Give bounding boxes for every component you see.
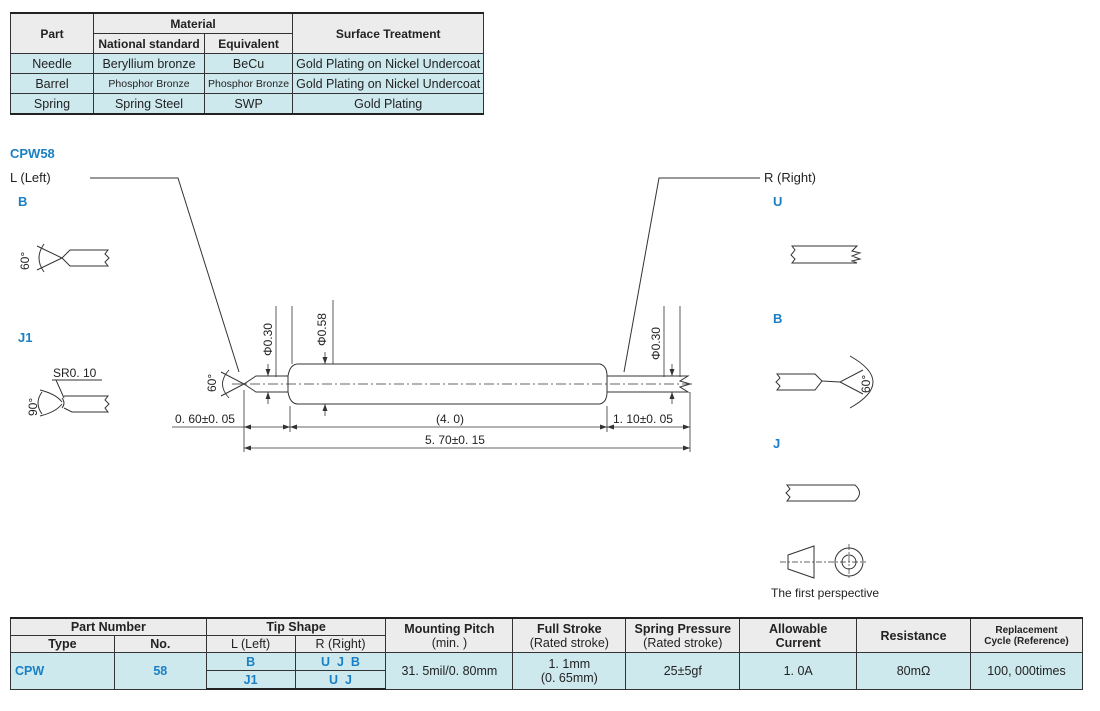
cell-national: Beryllium bronze (93, 53, 205, 74)
header-surface-treatment: Surface Treatment (292, 12, 485, 54)
header-full-stroke: Full Stroke (Rated stroke) (512, 617, 627, 653)
cell-full-stroke: 1. 1mm (0. 65mm) (512, 652, 627, 690)
angle-left-b-text: 60° (18, 252, 32, 270)
phi-030-right-text: Φ0.30 (649, 327, 663, 360)
header-national-standard: National standard (93, 33, 205, 54)
dim-mid-text: (4. 0) (436, 412, 464, 426)
cell-spring-pressure: 25±5gf (625, 652, 741, 690)
left-tip-b-detail (36, 243, 110, 273)
dimension-arrows (244, 357, 690, 451)
tip-label-left-b: B (18, 194, 28, 209)
angle-main-text: 60° (205, 374, 219, 392)
cell-replacement-cycle: 100, 000times (969, 652, 1084, 690)
header-right: R (Right) (294, 635, 387, 653)
cell-allowable-current: 1. 0A (739, 652, 858, 690)
left-tip-j1-detail (37, 379, 110, 417)
header-replacement-label: Replacement (995, 624, 1058, 636)
cell-type: CPW (10, 652, 115, 690)
dim-total-text: 5. 70±0. 15 (425, 433, 485, 447)
header-resistance: Resistance (856, 617, 971, 653)
spec-table: Part Number Tip Shape Mounting Pitch (mi… (10, 617, 1084, 690)
right-tip-b-detail (775, 355, 874, 409)
header-part: Part (10, 12, 94, 54)
cell-treatment: Gold Plating on Nickel Undercoat (292, 53, 485, 74)
table-row: J1 U J (11, 670, 1083, 690)
header-replacement-sub: Cycle (Reference) (984, 635, 1069, 647)
header-left: L (Left) (205, 635, 296, 653)
header-full-stroke-sub: (Rated stroke) (529, 635, 609, 650)
cell-no: 58 (113, 652, 207, 690)
header-type: Type (10, 635, 115, 653)
header-replacement-cycle: Replacement Cycle (Reference) (969, 617, 1084, 653)
header-spring-pressure-label: Spring Pressure (634, 621, 732, 636)
material-table: Part Material Surface Treatment National… (10, 12, 485, 115)
table-row: Barrel Phosphor Bronze Phosphor Bronze G… (10, 73, 485, 94)
probe-drawing: 0. 60±0. 05 (4. 0) 1. 10±0. 05 5. 70±0. … (18, 177, 874, 580)
tip-label-left-j1: J1 (18, 330, 33, 345)
model-label: CPW58 (10, 146, 55, 161)
cell-national: Phosphor Bronze (93, 73, 205, 94)
table-row: Needle Beryllium bronze BeCu Gold Platin… (10, 53, 485, 74)
right-end-label: R (Right) (764, 170, 817, 185)
header-allowable-sub: Current (775, 635, 821, 650)
angle-right-b-text: 60° (859, 375, 873, 393)
cell-left-tip-1: B (205, 652, 296, 671)
table-row: CPW 58 B U J B 31. 5mil/0. 80mm 1. 1mm (… (10, 652, 1084, 690)
cell-equivalent: Phosphor Bronze (203, 73, 294, 94)
cell-full-stroke-value: 1. 1mm (548, 656, 591, 671)
cell-rated-stroke-value: (0. 65mm) (540, 670, 598, 685)
phi-030-left-text: Φ0.30 (261, 323, 275, 356)
table-row: Spring Spring Steel SWP Gold Plating (10, 93, 485, 115)
cell-resistance: 80mΩ (856, 652, 971, 690)
right-tip-u-detail (790, 245, 862, 264)
tip-label-right-u: U (773, 194, 783, 209)
header-mounting-pitch-sub: (min. ) (431, 635, 468, 650)
header-allowable-label: Allowable (769, 621, 828, 636)
header-no: No. (113, 635, 207, 653)
phi-058-text: Φ0.58 (315, 313, 329, 346)
cell-right-tip-2: U J (294, 670, 387, 690)
cell-part: Spring (10, 93, 94, 115)
tip-label-right-j: J (773, 436, 781, 451)
header-tip-shape: Tip Shape (205, 617, 387, 636)
dim-right-text: 1. 10±0. 05 (613, 412, 673, 426)
extension-lines (243, 300, 691, 452)
right-leader-line (623, 177, 760, 373)
left-end-label: L (Left) (10, 170, 51, 185)
perspective-caption: The first perspective (771, 586, 880, 600)
header-part-number: Part Number (10, 617, 207, 636)
cell-left-tip-2: J1 (205, 670, 296, 690)
tip-label-right-b: B (773, 311, 783, 326)
header-equivalent: Equivalent (203, 33, 294, 54)
first-angle-projection-symbol (780, 544, 866, 580)
left-leader-line (90, 177, 240, 373)
cell-right-tip-1: U J B (294, 652, 387, 671)
cell-equivalent: SWP (203, 93, 294, 115)
dim-left-text: 0. 60±0. 05 (175, 412, 235, 426)
header-material: Material (92, 12, 294, 34)
cell-national: Spring Steel (93, 93, 205, 115)
header-spring-pressure: Spring Pressure (Rated stroke) (625, 617, 741, 653)
header-mounting-pitch-label: Mounting Pitch (404, 621, 495, 636)
cell-part: Needle (10, 53, 94, 74)
right-tip-j-detail (785, 484, 860, 502)
cell-treatment: Gold Plating (292, 93, 485, 115)
header-full-stroke-label: Full Stroke (537, 621, 602, 636)
cell-treatment: Gold Plating on Nickel Undercoat (292, 73, 485, 94)
header-allowable-current: Allowable Current (739, 617, 858, 653)
cell-part: Barrel (10, 73, 94, 94)
angle-left-j1-text: 90° (26, 398, 40, 416)
header-spring-pressure-sub: (Rated stroke) (643, 635, 723, 650)
header-mounting-pitch: Mounting Pitch (min. ) (385, 617, 514, 653)
cell-mounting-pitch: 31. 5mil/0. 80mm (385, 652, 514, 690)
sr-radius-text: SR0. 10 (53, 366, 97, 380)
probe-body (220, 363, 695, 405)
